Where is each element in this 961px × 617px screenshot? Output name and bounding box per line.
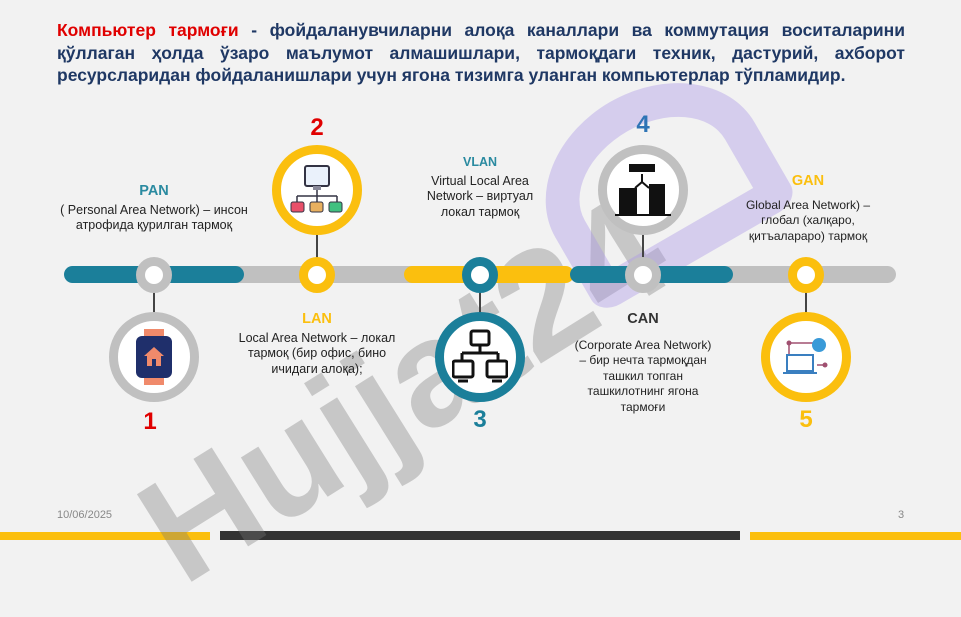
gan-block: GAN Global Area Network) – глобал (халқар… — [733, 173, 883, 244]
timeline-node-3 — [462, 257, 498, 293]
gan-title: GAN — [791, 173, 825, 189]
step-number-4: 4 — [636, 111, 650, 138]
step-number-5: 5 — [799, 406, 813, 433]
can-desc: (Corporate Area Network) – бир нечта тар… — [574, 337, 712, 414]
computer-network-icon — [435, 312, 525, 402]
global-network-icon — [761, 312, 851, 402]
slide-number: 3 — [898, 509, 905, 521]
network-hierarchy-icon — [272, 145, 362, 235]
corporate-buildings-icon — [598, 145, 688, 235]
can-block: CAN (Corporate Area Network) – бир нечта … — [573, 311, 713, 415]
step-number-2: 2 — [310, 114, 324, 141]
connector — [316, 233, 318, 259]
smartwatch-home-icon — [109, 312, 199, 402]
definition-text: - фойдаланувчиларни алоқа каналлари ва к… — [57, 20, 905, 85]
vlan-block: VLAN Virtual Local Area Network – виртуал… — [410, 155, 550, 220]
lan-block: LAN Local Area Network – локал тармоқ (би… — [237, 311, 397, 377]
intro-paragraph: Компьютер тармоғи - фойдаланувчиларни ал… — [57, 19, 905, 87]
connector — [479, 292, 481, 314]
connector — [642, 233, 644, 259]
vlan-desc: Virtual Local Area Network – виртуал лок… — [426, 173, 534, 219]
timeline-node-1 — [136, 257, 172, 293]
can-title: CAN — [627, 311, 659, 327]
step-number-3: 3 — [473, 406, 487, 433]
pan-desc: ( Personal Area Network) – инсон атрофид… — [60, 202, 248, 233]
pan-block: PAN ( Personal Area Network) – инсон атро… — [54, 183, 254, 234]
connector — [153, 292, 155, 314]
lan-title: LAN — [302, 311, 332, 327]
connector — [805, 292, 807, 314]
step-number-1: 1 — [143, 408, 157, 435]
timeline-node-5 — [788, 257, 824, 293]
footer-bar-center — [220, 531, 740, 540]
footer-bar-right — [750, 532, 961, 540]
slide-date: 10/06/2025 — [57, 509, 113, 521]
lan-desc: Local Area Network – локал тармоқ (бир о… — [238, 330, 396, 376]
term-highlight: Компьютер тармоғи — [57, 20, 239, 40]
gan-desc: Global Area Network) – глобал (халқаро, … — [745, 197, 871, 243]
timeline-node-2 — [299, 257, 335, 293]
timeline-node-4 — [625, 257, 661, 293]
footer-bar-left — [0, 532, 210, 540]
pan-title: PAN — [139, 183, 169, 199]
vlan-title: VLAN — [462, 155, 498, 169]
